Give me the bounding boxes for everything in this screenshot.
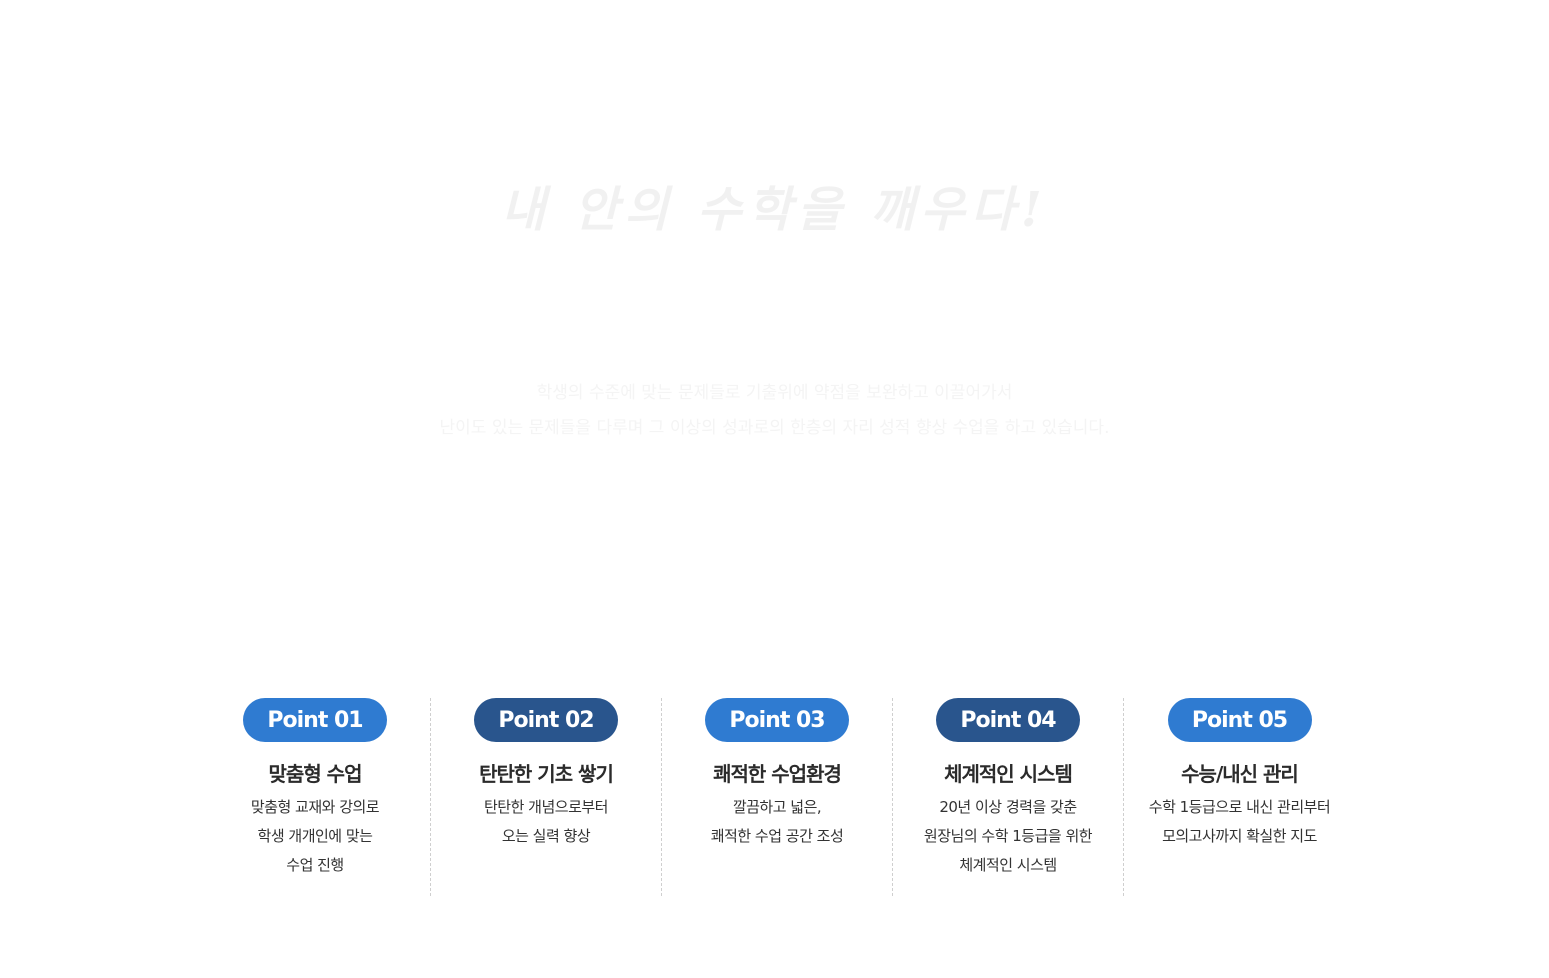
point-04-line-1: 20년 이상 경력을 갖춘 — [939, 798, 1077, 816]
point-title-03: 쾌적한 수업환경 — [713, 762, 842, 786]
hero-description-line-2: 난이도 있는 문제들을 다루며 그 이상의 성과로의 한층의 자리 성적 향상 … — [439, 418, 1110, 438]
point-badge-05: Point 05 — [1167, 698, 1312, 742]
point-title-02: 탄탄한 기초 쌓기 — [479, 762, 614, 786]
point-01-line-3: 수업 진행 — [286, 856, 344, 874]
hero-description: 학생의 수준에 맞는 문제들로 기출위에 약점을 보완하고 이끌어가서 난이도 … — [0, 376, 1549, 446]
hero-description-line-1: 학생의 수준에 맞는 문제들로 기출위에 약점을 보완하고 이끌어가서 — [536, 383, 1013, 403]
point-item-03: Point 03 쾌적한 수업환경 깔끔하고 넓은, 쾌적한 수업 공간 조성 — [662, 698, 893, 896]
point-title-01: 맞춤형 수업 — [268, 762, 363, 786]
point-description-05: 수학 1등급으로 내신 관리부터 모의고사까지 확실한 지도 — [1148, 793, 1331, 851]
point-item-05: Point 05 수능/내신 관리 수학 1등급으로 내신 관리부터 모의고사까… — [1124, 698, 1355, 896]
point-badge-02: Point 02 — [474, 698, 618, 742]
point-badge-01: Point 01 — [243, 698, 387, 742]
point-title-05: 수능/내신 관리 — [1181, 762, 1299, 786]
point-badge-04: Point 04 — [936, 698, 1080, 742]
point-description-04: 20년 이상 경력을 갖춘 원장님의 수학 1등급을 위한 체계적인 시스템 — [923, 793, 1093, 880]
point-03-line-2: 쾌적한 수업 공간 조성 — [710, 827, 844, 845]
point-05-line-2: 모의고사까지 확실한 지도 — [1162, 827, 1317, 845]
hero-section: 내 안의 수학을 깨우다! 학생의 수준에 맞는 문제들로 기출위에 약점을 보… — [0, 182, 1549, 446]
points-section: Point 01 맞춤형 수업 맞춤형 교재와 강의로 학생 개개인에 맞는 수… — [200, 698, 1355, 898]
point-02-line-1: 탄탄한 개념으로부터 — [484, 798, 608, 816]
point-01-line-1: 맞춤형 교재와 강의로 — [250, 798, 380, 816]
point-05-line-1: 수학 1등급으로 내신 관리부터 — [1148, 798, 1331, 816]
point-item-02: Point 02 탄탄한 기초 쌓기 탄탄한 개념으로부터 오는 실력 향상 — [431, 698, 662, 896]
point-01-line-2: 학생 개개인에 맞는 — [257, 827, 373, 845]
point-04-line-3: 체계적인 시스템 — [959, 856, 1057, 874]
point-item-01: Point 01 맞춤형 수업 맞춤형 교재와 강의로 학생 개개인에 맞는 수… — [200, 698, 431, 896]
hero-title: 내 안의 수학을 깨우다! — [501, 182, 1048, 238]
point-badge-03: Point 03 — [705, 698, 849, 742]
point-title-04: 체계적인 시스템 — [944, 762, 1073, 786]
point-description-02: 탄탄한 개념으로부터 오는 실력 향상 — [484, 793, 608, 851]
point-item-04: Point 04 체계적인 시스템 20년 이상 경력을 갖춘 원장님의 수학 … — [893, 698, 1124, 896]
point-description-01: 맞춤형 교재와 강의로 학생 개개인에 맞는 수업 진행 — [250, 793, 380, 880]
point-03-line-1: 깔끔하고 넓은, — [732, 798, 822, 816]
point-04-line-2: 원장님의 수학 1등급을 위한 — [923, 827, 1093, 845]
point-02-line-2: 오는 실력 향상 — [501, 827, 591, 845]
point-description-03: 깔끔하고 넓은, 쾌적한 수업 공간 조성 — [711, 793, 844, 851]
